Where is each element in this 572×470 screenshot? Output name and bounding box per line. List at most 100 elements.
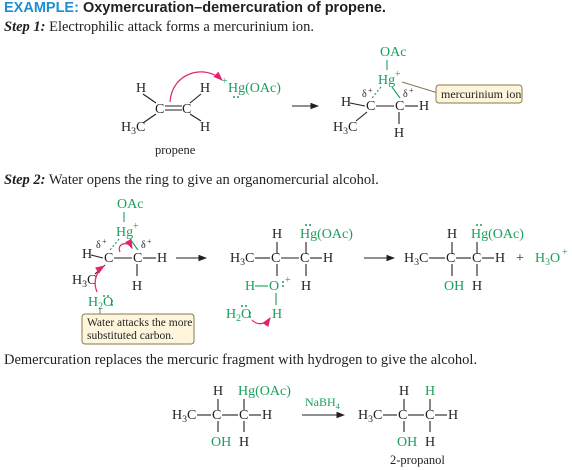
svg-text:Water attacks the more: Water attacks the more: [87, 317, 192, 329]
nabh4-arrow: NaBH4: [302, 395, 346, 419]
svg-text:+: +: [147, 237, 152, 246]
svg-text:H: H: [82, 247, 92, 262]
hg-oac-label: Hg(OAc): [228, 81, 281, 96]
svg-text:H: H: [472, 279, 482, 294]
charge-plus: +: [222, 76, 228, 87]
atom-c: C: [155, 102, 164, 117]
atom-h: H: [136, 81, 146, 96]
svg-text:H: H: [448, 408, 458, 423]
svg-text:H2O: H2O: [226, 307, 251, 324]
svg-text:+: +: [409, 86, 414, 95]
svg-text:H: H: [262, 408, 272, 423]
oxonium-intermediate: H Hg(OAc) H3C C C H H O + H H2O H: [226, 224, 353, 327]
svg-text:Hg(OAc): Hg(OAc): [238, 384, 291, 399]
svg-text:C: C: [300, 251, 309, 266]
hg-oac-cation: + Hg(OAc): [222, 76, 281, 98]
hydronium-label: H3O: [535, 251, 560, 268]
svg-text:substituted carbon.: substituted carbon.: [87, 330, 174, 342]
water-attacks-callout: Water attacks the more substituted carbo…: [81, 308, 195, 345]
atom-h: H: [200, 120, 210, 135]
svg-text:C: C: [395, 99, 404, 114]
reagent-label: NaBH4: [305, 395, 341, 411]
hg-label: Hg: [378, 73, 395, 88]
svg-text:OH: OH: [397, 435, 417, 450]
svg-text:Hg(OAc): Hg(OAc): [300, 227, 353, 242]
step1-label: Step 1:: [4, 19, 46, 35]
svg-text:H: H: [213, 384, 223, 399]
svg-text:H: H: [301, 279, 311, 294]
svg-text:+: +: [285, 275, 291, 286]
svg-text:δ: δ: [403, 89, 408, 100]
svg-text:δ: δ: [141, 240, 146, 251]
svg-text:H3C: H3C: [404, 251, 428, 268]
step1-line: Step 1: Electrophilic attack forms a mer…: [4, 19, 314, 36]
svg-text:+: +: [562, 247, 568, 258]
svg-text:OH: OH: [211, 435, 231, 450]
step2-text: Water opens the ring to give an organome…: [48, 172, 379, 188]
mercurinium-callout: mercurinium ion: [401, 81, 523, 104]
svg-text:C: C: [271, 251, 280, 266]
svg-text:C: C: [446, 251, 455, 266]
svg-text:H: H: [495, 251, 505, 266]
step2-label: Step 2:: [4, 172, 46, 188]
svg-text:C: C: [472, 251, 481, 266]
organomercurial-alcohol: H Hg(OAc) H3C C C H OH H + H3O +: [404, 224, 568, 294]
mercurinium-with-water: OAc Hg + δ + δ + H C C H H H3C H2O: [72, 197, 167, 312]
atom-h3c: H3C: [121, 120, 145, 137]
example-label: EXAMPLE:: [4, 0, 79, 16]
svg-text:+: +: [133, 221, 139, 232]
svg-text:Hg: Hg: [116, 225, 133, 240]
demercuration-text: Demercuration replaces the mercuric frag…: [4, 352, 478, 368]
svg-text:H3C: H3C: [333, 120, 357, 137]
svg-text:C: C: [212, 408, 221, 423]
svg-text:H: H: [323, 251, 333, 266]
svg-text:H3C: H3C: [172, 408, 196, 425]
svg-text:C: C: [425, 408, 434, 423]
svg-text:H: H: [419, 99, 429, 114]
svg-text:O: O: [269, 279, 279, 294]
svg-text:H3C: H3C: [72, 273, 96, 290]
organomercurial-reactant: H Hg(OAc) H3C C C H OH H: [172, 384, 291, 450]
plus-sign: +: [516, 251, 524, 266]
svg-text:+: +: [368, 86, 373, 95]
step2-line: Step 2: Water opens the ring to give an …: [4, 172, 379, 189]
example-header: EXAMPLE: Oxymercuration–demercuration of…: [4, 0, 386, 16]
svg-text:H: H: [394, 126, 404, 141]
svg-text:δ: δ: [362, 89, 367, 100]
mercurinium-ion-structure: OAc Hg + δ + δ + H C C H H H3C: [333, 45, 429, 141]
2-propanol-structure: H H H3C C C H OH H 2-propanol: [358, 384, 458, 467]
propene-label: propene: [155, 143, 196, 157]
propene-molecule: H H C C H3C H: [121, 71, 223, 137]
svg-text:H: H: [157, 251, 167, 266]
svg-text:H: H: [341, 95, 351, 110]
svg-text:+: +: [102, 237, 107, 246]
svg-text:H: H: [447, 227, 457, 242]
svg-text:C: C: [239, 408, 248, 423]
oac-label: OAc: [380, 45, 406, 60]
step1-text: Electrophilic attack forms a mercurinium…: [49, 19, 315, 35]
svg-text:H: H: [425, 435, 435, 450]
svg-text:+: +: [395, 69, 401, 80]
water-label: H2O: [88, 295, 113, 312]
svg-text:δ: δ: [96, 240, 101, 251]
svg-text:C: C: [133, 251, 142, 266]
svg-text:H: H: [245, 279, 255, 294]
atom-c: C: [182, 102, 191, 117]
svg-text:H: H: [425, 384, 435, 399]
atom-h: H: [200, 81, 210, 96]
svg-text:C: C: [104, 251, 113, 266]
svg-text:Hg(OAc): Hg(OAc): [471, 227, 524, 242]
svg-text:C: C: [398, 408, 407, 423]
svg-text:H: H: [132, 279, 142, 294]
svg-text:H: H: [239, 435, 249, 450]
svg-text:H: H: [272, 307, 282, 322]
product-label: 2-propanol: [390, 453, 445, 467]
svg-text:C: C: [366, 99, 375, 114]
svg-text:OAc: OAc: [117, 197, 143, 212]
svg-text:H3C: H3C: [358, 408, 382, 425]
svg-text:OH: OH: [444, 279, 464, 294]
mercurinium-ion-label: mercurinium ion: [441, 87, 521, 101]
svg-text:H: H: [399, 384, 409, 399]
svg-text:H: H: [272, 227, 282, 242]
